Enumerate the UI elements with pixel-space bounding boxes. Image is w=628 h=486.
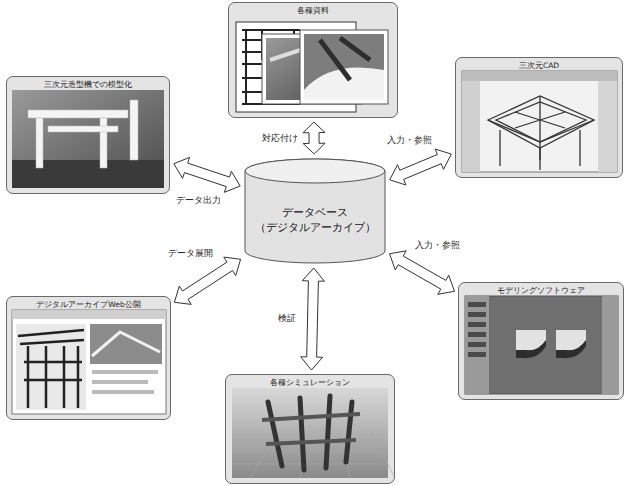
figure-panel: モデリングソフトウェア xyxy=(458,282,624,400)
database-cylinder: データベース （デジタルアーカイブ） xyxy=(244,158,386,264)
figure-panel: デジタルアーカイブWeb公開 xyxy=(6,296,171,420)
database-label: データベース （デジタルアーカイブ） xyxy=(244,205,386,235)
figure-panel: 各種シミュレーション xyxy=(225,374,395,484)
panel-heading: 三次元CAD xyxy=(456,58,622,71)
double-arrow xyxy=(301,268,325,370)
panel-heading: 三次元造型機での模型化 xyxy=(7,77,169,90)
double-arrow xyxy=(174,257,240,304)
arrow-label: 入力・参照 xyxy=(385,135,434,146)
arrow-label: 入力・参照 xyxy=(413,240,462,251)
figure-panel: 三次元造型機での模型化 xyxy=(6,76,170,194)
double-arrow xyxy=(390,251,455,294)
arrow-label: データ展開 xyxy=(166,248,215,259)
panel-heading: モデリングソフトウェア xyxy=(459,283,623,296)
double-arrow xyxy=(174,157,240,192)
figure-panel: 三次元CAD xyxy=(455,57,623,178)
cad-screenshot xyxy=(462,71,617,172)
simulation-picture xyxy=(232,388,395,478)
documents-picture xyxy=(236,22,388,112)
web-screenshot xyxy=(12,310,166,414)
double-arrow xyxy=(390,149,452,185)
figure-panel: 各種資料 xyxy=(228,2,398,118)
arrow-label: 対応付け xyxy=(260,133,300,144)
panel-heading: 各種資料 xyxy=(229,3,397,16)
panel-heading: 各種シミュレーション xyxy=(226,375,394,388)
arrow-label: 検証 xyxy=(276,313,298,324)
double-arrow xyxy=(303,122,325,154)
arrow-label: データ出力 xyxy=(174,195,223,206)
panel-grounds xyxy=(6,2,624,484)
modeling-screenshot xyxy=(465,296,618,394)
model-photo xyxy=(12,90,164,188)
panel-heading: デジタルアーカイブWeb公開 xyxy=(7,297,170,310)
